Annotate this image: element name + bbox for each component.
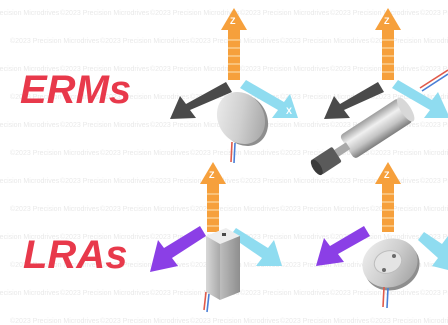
x-axis-label: X (286, 106, 292, 116)
z-axis-arrow: Z (200, 162, 226, 232)
z-axis-label: Z (230, 16, 236, 26)
y-axis-arrow (316, 226, 370, 266)
z-axis-label: Z (384, 16, 390, 26)
erm-coin-motor-group: Z X (170, 8, 298, 163)
x-axis-arrow (418, 232, 448, 270)
z-axis-label: Z (209, 170, 215, 180)
z-axis-arrow: Z (375, 162, 401, 232)
y-axis-arrow (150, 226, 206, 272)
lra-rectangular-group: Z (150, 162, 282, 312)
coin-lra (355, 231, 426, 308)
z-axis-arrow: Z (221, 8, 247, 80)
rectangular-lra (204, 228, 240, 312)
erm-cylinder-motor-group: Z (306, 8, 448, 181)
z-axis-arrow: Z (375, 8, 401, 80)
z-axis-label: Z (384, 170, 390, 180)
lra-coin-group: Z (316, 162, 448, 308)
